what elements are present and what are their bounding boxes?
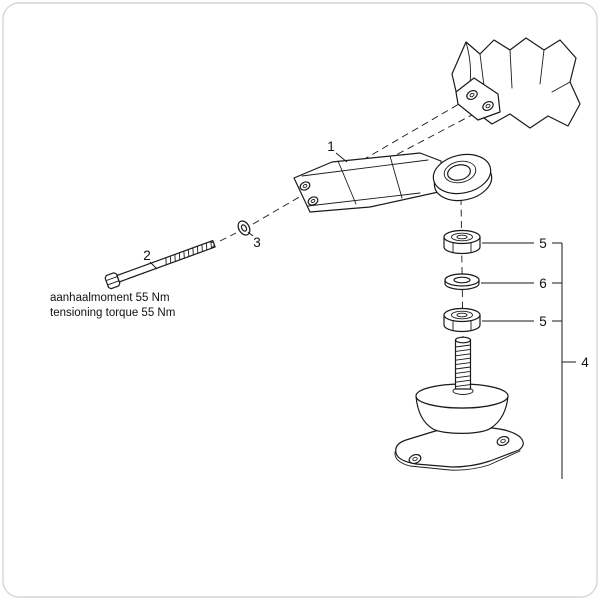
washer-3-drawing (237, 220, 251, 236)
engine-mount-drawing (394, 336, 524, 471)
callout-part-6: 6 (481, 276, 562, 291)
callout-part-1: 1 (327, 139, 348, 163)
part-label-4: 4 (581, 355, 589, 370)
part-label-6: 6 (539, 276, 547, 291)
bracket-hole-2 (307, 196, 319, 206)
callout-part-5-bottom: 5 (482, 314, 562, 329)
callout-part-5-top: 5 (482, 236, 562, 251)
centerline-diagonal (219, 96, 490, 242)
engine-block-drawing (451, 37, 581, 129)
bolt-drawing (104, 240, 216, 290)
part-label-5-bottom: 5 (539, 314, 547, 329)
callout-part-3: 3 (247, 231, 261, 250)
block-hole-1 (466, 89, 478, 101)
mount-flange (395, 426, 524, 468)
callout-part-2: 2 (143, 248, 158, 270)
mount-stud (454, 336, 472, 390)
flange-hole-left (408, 453, 422, 465)
bracket-hole-1 (299, 181, 311, 191)
part-label-2: 2 (143, 248, 151, 263)
torque-note-line2: tensioning torque 55 Nm (50, 307, 175, 319)
nut-bottom-drawing (443, 307, 481, 333)
part-label-3: 3 (253, 235, 261, 250)
torque-note: aanhaalmoment 55 Nm tensioning torque 55… (50, 292, 175, 319)
bracket-drawing (293, 152, 493, 213)
callout-part-4-bracket: 4 (561, 243, 589, 479)
washer-6-drawing (444, 273, 480, 291)
flange-hole-right (496, 435, 510, 447)
nut-top-drawing (443, 229, 481, 255)
part-label-5-top: 5 (539, 236, 547, 251)
torque-note-line1: aanhaalmoment 55 Nm (50, 292, 170, 304)
block-hole-2 (482, 100, 494, 112)
part-label-1: 1 (327, 139, 335, 154)
